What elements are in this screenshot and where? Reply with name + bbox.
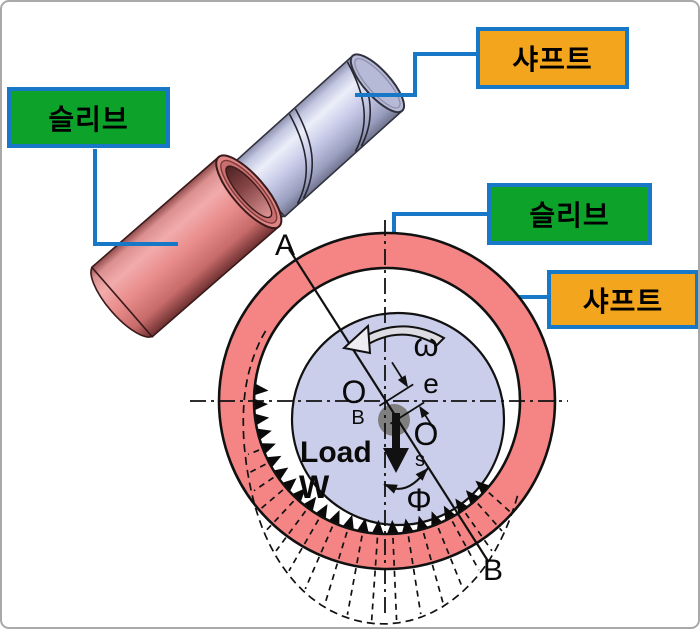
callout-box-shaft-section-text: 샤프트 — [582, 285, 664, 317]
label-shaft-center-sub: s — [415, 449, 425, 471]
shaft-spiral-groove — [294, 108, 314, 199]
phi-arc-left-head — [384, 484, 398, 494]
label-point-a: A — [275, 229, 295, 262]
e-tick-bearing-center — [378, 383, 414, 407]
rotation-arrow-band — [350, 325, 446, 352]
label-phi: Φ — [406, 482, 432, 518]
label-load-word: Load — [300, 436, 372, 469]
bearing-cross-section: A B ω e O B O s Load W Φ — [190, 220, 568, 625]
label-bearing-center: O — [342, 374, 367, 410]
shaft-3d-end-cap — [349, 53, 405, 114]
shaft-spiral-groove — [288, 113, 308, 205]
e-arrow-upper-head — [397, 375, 409, 388]
sleeve-3d-bore — [225, 165, 273, 219]
shaft-spiral-groove — [346, 61, 366, 152]
pressure-distribution — [242, 330, 519, 625]
callout-box-sleeve-3d: 슬리브 — [7, 87, 170, 148]
e-arrow-lower-head — [419, 405, 430, 419]
phi-arc-right-head — [415, 468, 428, 481]
rotation-arrow-head — [341, 323, 372, 355]
callout-line-sleeve-3d — [93, 149, 178, 246]
callout-line-shaft-3d — [355, 52, 476, 97]
label-point-b: B — [483, 554, 503, 587]
label-bearing-center-sub: B — [351, 407, 364, 429]
label-shaft-center: O — [414, 416, 439, 452]
line-a-b — [288, 248, 489, 562]
callout-box-sleeve-3d-text: 슬리브 — [48, 103, 129, 135]
callout-box-shaft-3d: 샤프트 — [476, 27, 629, 89]
label-eccentricity: e — [423, 368, 439, 399]
callout-box-sleeve-section: 슬리브 — [487, 183, 652, 245]
shaft-3d-end-rim — [354, 58, 401, 109]
label-load-symbol: W — [299, 469, 330, 505]
sleeve-3d-render — [90, 154, 283, 338]
load-arrow-head — [383, 448, 409, 473]
label-omega: ω — [414, 327, 439, 363]
callout-box-sleeve-section-text: 슬리브 — [529, 200, 610, 231]
callout-box-shaft-3d-text: 샤프트 — [512, 44, 593, 75]
callout-box-shaft-section: 샤프트 — [547, 270, 698, 329]
